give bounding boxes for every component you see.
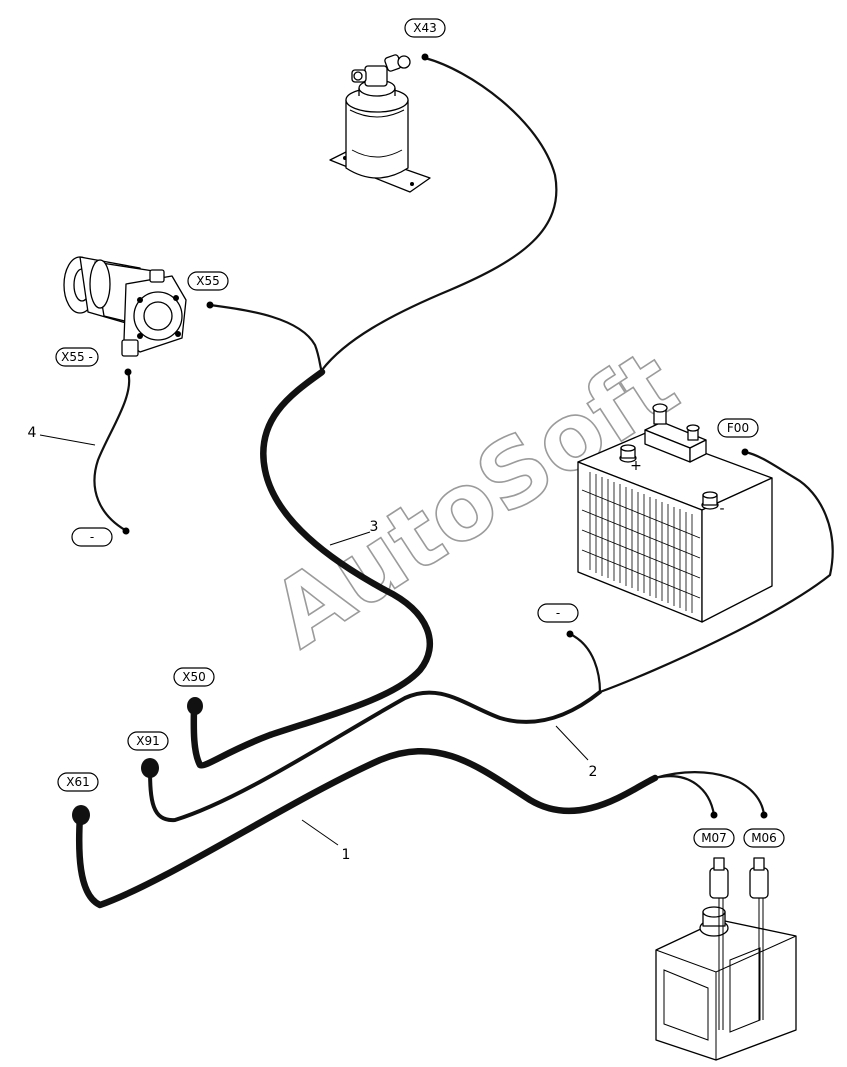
svg-text:F00: F00 bbox=[727, 421, 749, 435]
callout-3: 3 bbox=[370, 519, 379, 535]
svg-text:X55: X55 bbox=[196, 274, 220, 288]
label-battery-minus: - bbox=[537, 603, 579, 623]
connector-ends bbox=[72, 53, 768, 825]
label-f00: F00 bbox=[717, 418, 759, 438]
receiver-drier bbox=[329, 54, 431, 193]
callout-2: 2 bbox=[589, 764, 598, 780]
label-x61: X61 bbox=[57, 772, 99, 792]
svg-text:X61: X61 bbox=[66, 775, 90, 789]
label-x43: X43 bbox=[404, 18, 446, 38]
label-ground-minus: - bbox=[71, 527, 113, 547]
washer-reservoir bbox=[655, 857, 797, 1061]
label-x55-minus: X55 - bbox=[55, 347, 99, 367]
battery-minus-label: - bbox=[719, 501, 724, 517]
svg-text:X50: X50 bbox=[182, 670, 206, 684]
callout-4: 4 bbox=[28, 425, 37, 441]
battery: + - bbox=[577, 403, 773, 623]
label-m06: M06 bbox=[743, 828, 785, 848]
svg-text:M07: M07 bbox=[701, 831, 727, 845]
battery-plus-label: + bbox=[630, 458, 642, 474]
label-m07: M07 bbox=[693, 828, 735, 848]
ac-compressor bbox=[63, 256, 187, 357]
svg-text:-: - bbox=[556, 606, 560, 620]
svg-text:X91: X91 bbox=[136, 734, 160, 748]
callouts: 1 2 3 4 bbox=[28, 425, 598, 863]
label-x50: X50 bbox=[173, 667, 215, 687]
wiring-harness bbox=[75, 56, 834, 909]
label-x55: X55 bbox=[187, 271, 229, 291]
svg-text:X43: X43 bbox=[413, 21, 437, 35]
svg-text:M06: M06 bbox=[751, 831, 777, 845]
svg-text:-: - bbox=[90, 530, 94, 544]
label-x91: X91 bbox=[127, 731, 169, 751]
svg-text:X55 -: X55 - bbox=[61, 350, 93, 364]
callout-1: 1 bbox=[342, 847, 351, 863]
